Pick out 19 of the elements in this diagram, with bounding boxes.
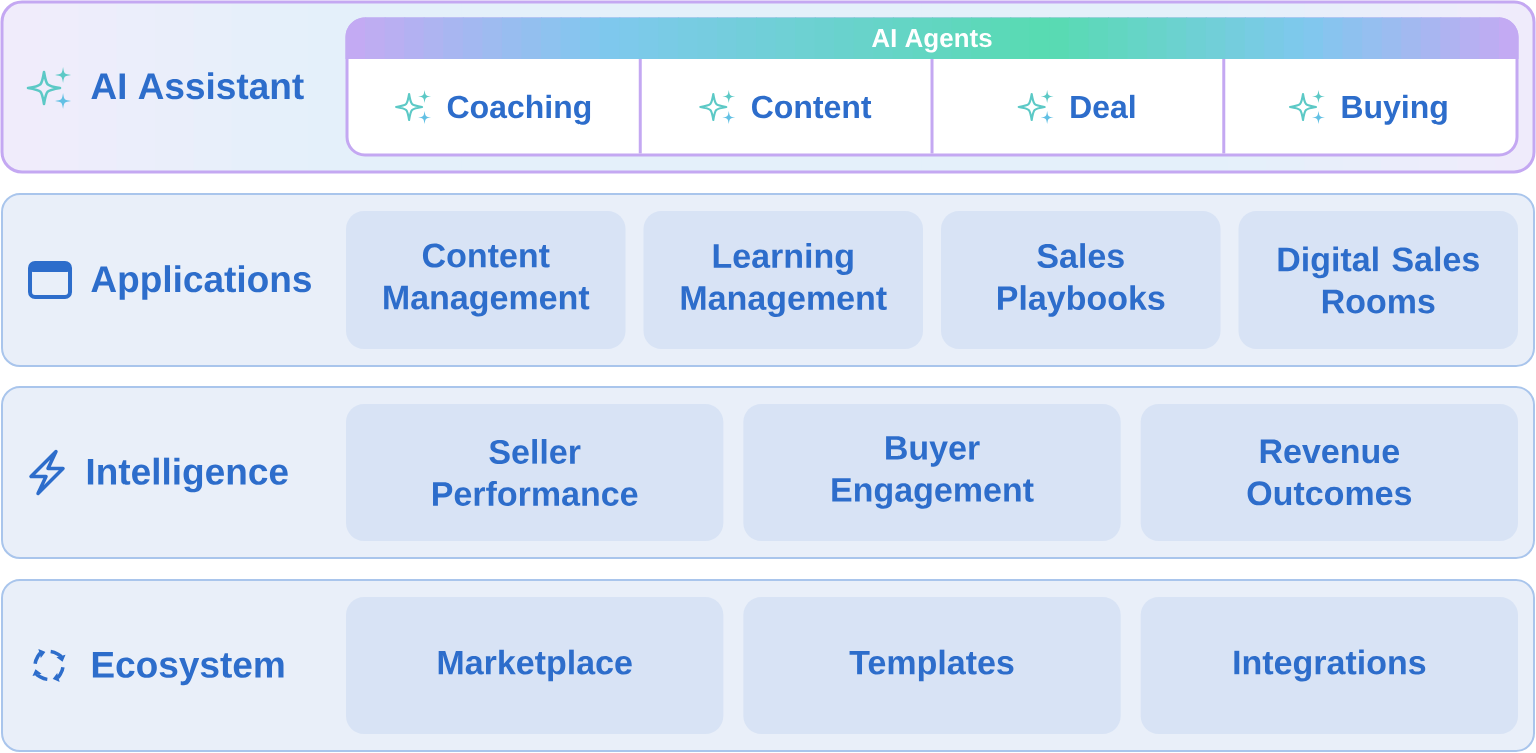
module-box: Seller Performance [346, 404, 724, 541]
layer-title: Applications [91, 265, 311, 300]
layer-title: AI Assistant [91, 72, 304, 100]
module-box: Content Management [346, 211, 626, 349]
module-box: Integrations [1140, 597, 1518, 734]
agent-label: Deal [1071, 94, 1135, 119]
module-box: Marketplace [346, 597, 724, 734]
module-box: Learning Management [643, 211, 923, 349]
layer-title: Ecosystem [92, 652, 284, 686]
module-box: Digital Sales Rooms [1238, 211, 1518, 349]
agent-label: Content [752, 95, 872, 119]
module-box: Revenue Outcomes [1140, 404, 1518, 541]
module-box: Templates [743, 597, 1121, 734]
agent-label: Buying [1342, 94, 1447, 125]
module-box: Sales Playbooks [941, 211, 1221, 349]
module-box: Buyer Engagement [743, 404, 1121, 541]
panel-header: AI Agents [345, 17, 1519, 59]
layer-title: Intelligence [87, 457, 288, 493]
agent-label: Coaching [447, 94, 591, 125]
